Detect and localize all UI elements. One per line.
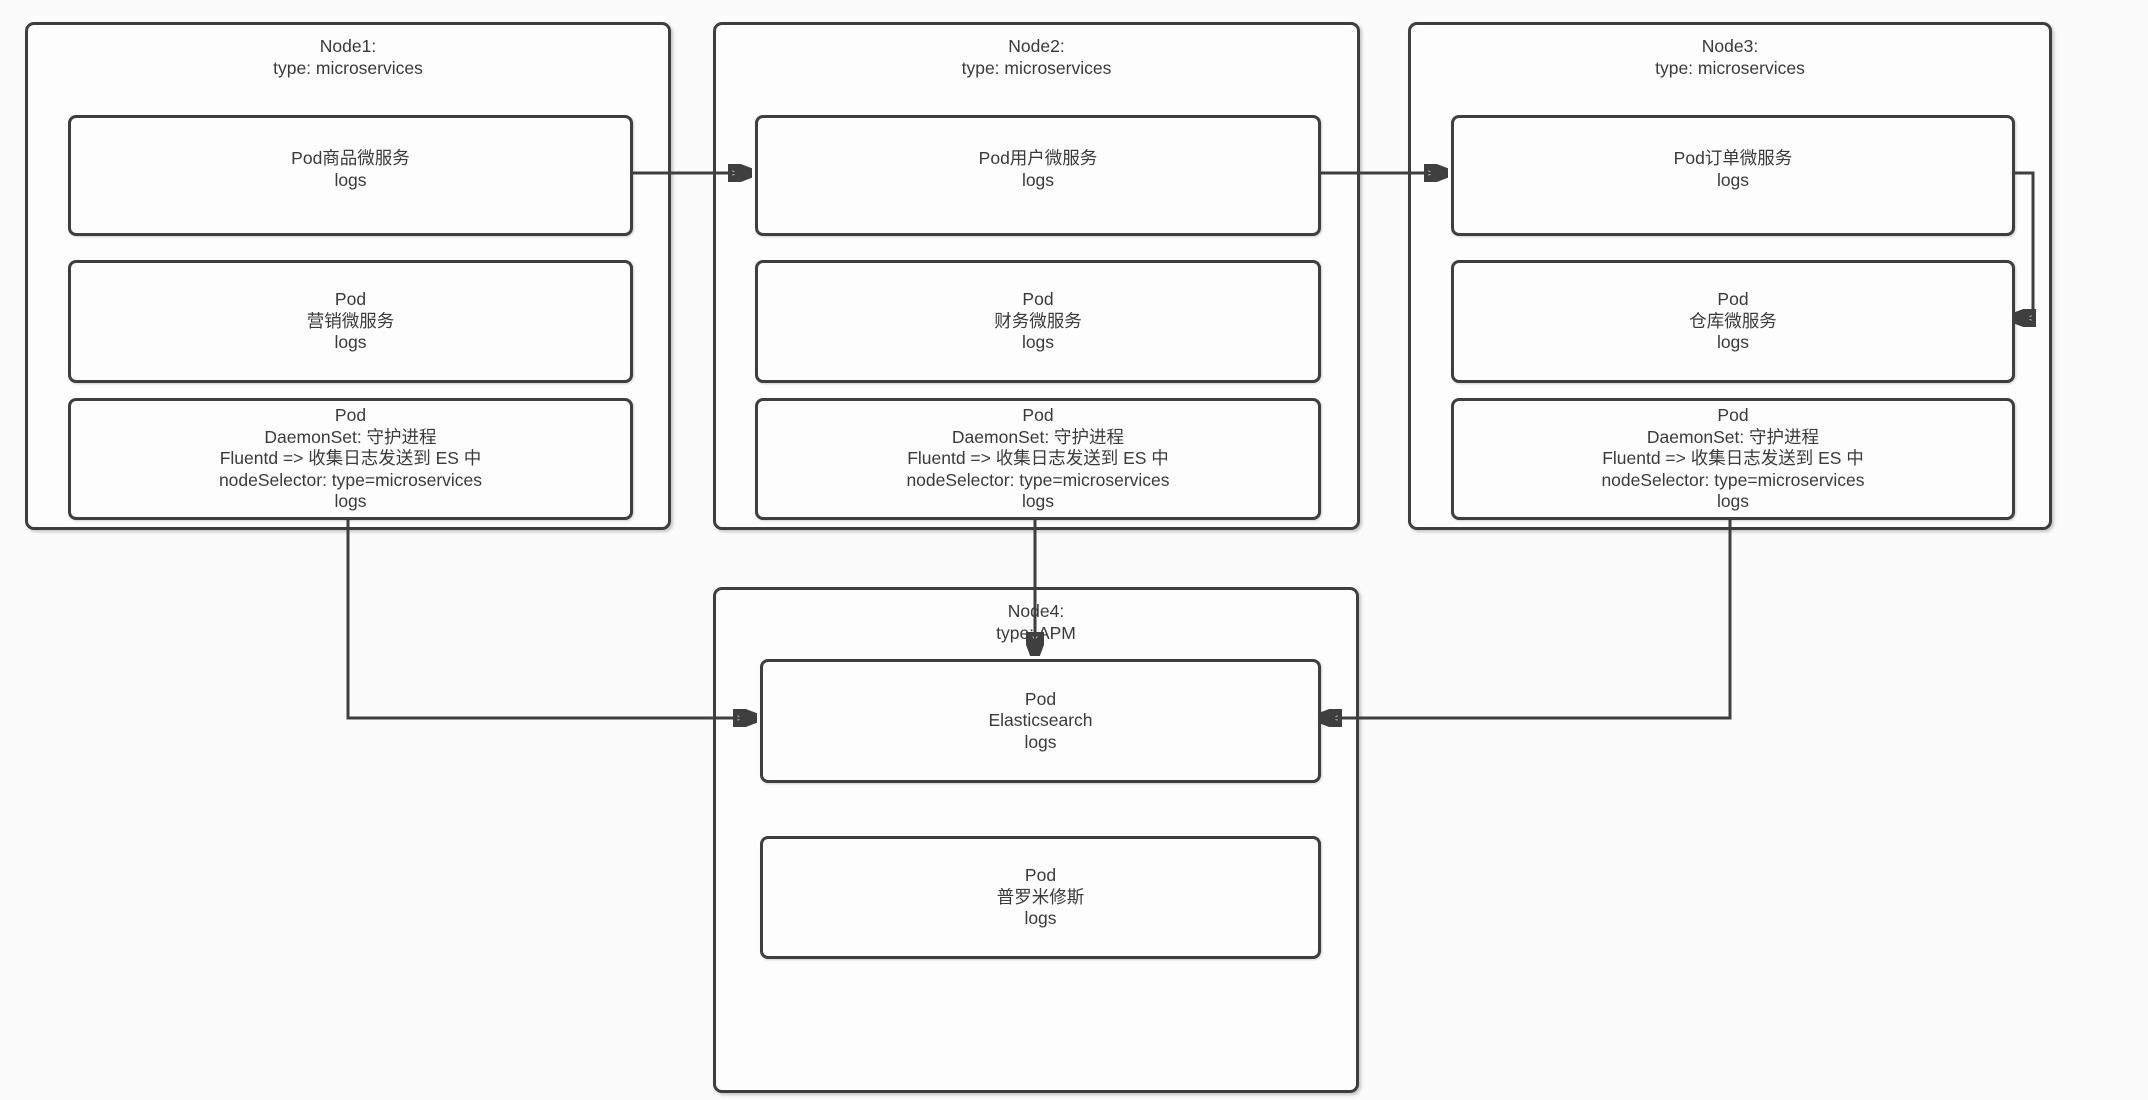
node-3-pod-order-service: Pod订单微服务 logs: [1451, 115, 2015, 236]
node-2-pod-user-service: Pod用户微服务 logs: [755, 115, 1321, 236]
pod-line: Elasticsearch: [988, 710, 1093, 731]
node-3-pod-daemonset-fluentd: Pod DaemonSet: 守护进程 Fluentd => 收集日志发送到 E…: [1451, 398, 2015, 520]
pod-line: nodeSelector: type=microservices: [1601, 469, 1865, 490]
node-3-type: type: microservices: [1655, 57, 1805, 78]
pod-line: logs: [1021, 169, 1055, 190]
pod-line: Pod: [1022, 289, 1054, 310]
node-4-title: Node4:: [1007, 601, 1065, 621]
pod-line: Pod: [334, 289, 367, 310]
node-4-pod-elasticsearch: Pod Elasticsearch logs: [760, 659, 1321, 783]
node-3-pod-warehouse-service: Pod 仓库微服务 logs: [1451, 260, 2015, 383]
pod-line: Pod商品微服务: [291, 148, 410, 168]
pod-line: logs: [334, 491, 367, 512]
pod-line: logs: [1716, 169, 1750, 190]
pod-line: logs: [1021, 332, 1055, 353]
node-3: Node3: type: microservices Pod订单微服务 logs…: [1408, 22, 2052, 530]
node-4-pod-prometheus: Pod 普罗米修斯 logs: [760, 836, 1321, 959]
pod-line: DaemonSet: 守护进程: [264, 426, 437, 447]
pod-line: logs: [1024, 731, 1057, 752]
node-2: Node2: type: microservices Pod用户微服务 logs…: [713, 22, 1360, 530]
node-1-pod-daemonset-fluentd: Pod DaemonSet: 守护进程 Fluentd => 收集日志发送到 E…: [68, 398, 633, 520]
node-3-title: Node3:: [1701, 36, 1759, 56]
node-1-pod-product-service: Pod商品微服务 logs: [68, 115, 633, 236]
node-1: Node1: type: microservices Pod商品微服务 logs…: [25, 22, 671, 530]
pod-line: Fluentd => 收集日志发送到 ES 中: [219, 448, 482, 469]
node-2-title: Node2:: [1008, 36, 1065, 56]
pod-line: Pod: [1717, 289, 1749, 310]
pod-line: Pod用户微服务: [978, 148, 1098, 168]
pod-line: 普罗米修斯: [996, 886, 1085, 907]
node-4-type: type: APM: [996, 622, 1076, 643]
pod-line: Fluentd => 收集日志发送到 ES 中: [907, 448, 1169, 469]
pod-line: DaemonSet: 守护进程: [1646, 426, 1820, 447]
pod-line: Fluentd => 收集日志发送到 ES 中: [1602, 448, 1864, 469]
pod-line: 仓库微服务: [1689, 310, 1777, 331]
node-3-header: Node3: type: microservices: [1411, 36, 2049, 79]
node-2-pod-daemonset-fluentd: Pod DaemonSet: 守护进程 Fluentd => 收集日志发送到 E…: [755, 398, 1321, 520]
pod-line: nodeSelector: type=microservices: [906, 469, 1170, 490]
node-4: Node4: type: APM Pod Elasticsearch logs …: [713, 587, 1359, 1093]
node-2-pod-finance-service: Pod 财务微服务 logs: [755, 260, 1321, 383]
node-1-pod-marketing-service: Pod 营销微服务 logs: [68, 260, 633, 383]
arrow-node1-daemonset-to-elasticsearch: [346, 517, 757, 718]
pod-line: DaemonSet: 守护进程: [951, 426, 1125, 447]
node-2-type: type: microservices: [961, 57, 1112, 78]
node-1-header: Node1: type: microservices: [28, 36, 668, 79]
pod-line: Pod: [1024, 688, 1057, 709]
pod-line: logs: [1716, 491, 1750, 512]
pod-line: Pod: [1022, 405, 1054, 426]
pod-line: 营销微服务: [306, 310, 395, 331]
node-4-header: Node4: type: APM: [716, 601, 1356, 644]
pod-line: Pod: [1717, 405, 1749, 426]
node-1-type: type: microservices: [273, 57, 423, 78]
node-2-header: Node2: type: microservices: [716, 36, 1357, 79]
pod-line: Pod: [1024, 865, 1057, 886]
arrow-node3-daemonset-to-elasticsearch: [1318, 517, 1732, 718]
pod-line: logs: [334, 332, 367, 353]
pod-line: 财务微服务: [994, 310, 1082, 331]
pod-line: logs: [334, 169, 367, 190]
pod-line: Pod订单微服务: [1673, 148, 1793, 168]
pod-line: logs: [1024, 908, 1057, 929]
pod-line: logs: [1021, 491, 1055, 512]
pod-line: nodeSelector: type=microservices: [218, 469, 483, 490]
node-1-title: Node1:: [319, 36, 377, 56]
pod-line: Pod: [334, 405, 367, 426]
pod-line: logs: [1716, 332, 1750, 353]
